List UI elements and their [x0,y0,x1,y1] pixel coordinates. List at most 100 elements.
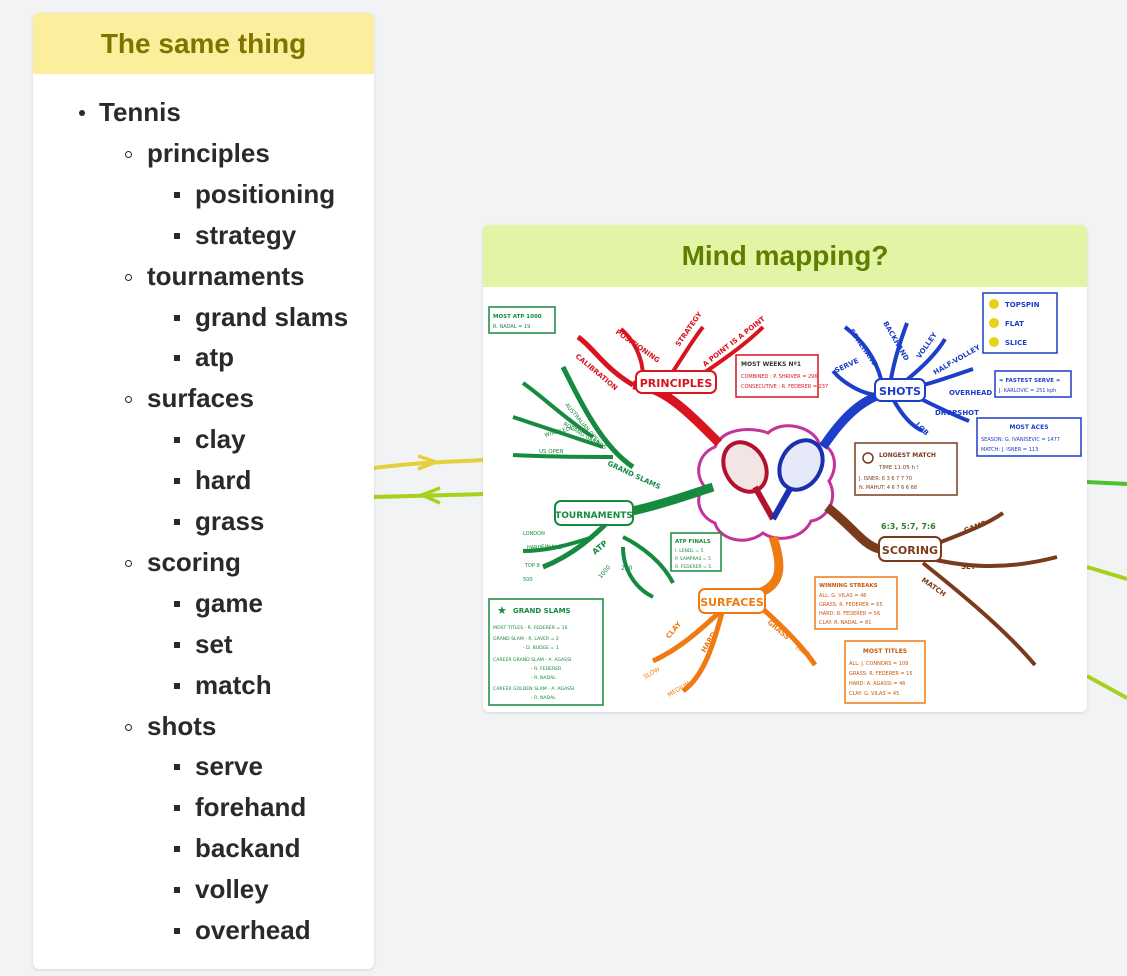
box-atp-finals-l1: I. LENDL = 5 [675,548,704,554]
box-titles-l1: ALL: J. CONNORS = 109 [849,661,908,667]
box-streaks-l3: HARD: R. FEDERER = 56 [819,611,880,617]
connector-right-1 [1086,480,1127,486]
box-titles-l3: HARD: A. AGASSI = 46 [849,681,905,687]
outline-item[interactable]: backand [195,833,301,864]
outline-item[interactable]: principles [147,137,270,168]
box-fastest-val: J. KARLOVIC = 251 kph [998,388,1056,394]
box-most-atp-title: MOST ATP 1000 [493,314,542,320]
outline-bullet-icon [174,887,180,894]
scoring-set: SET [961,563,976,571]
outline-bullet-icon [174,846,180,853]
branch-tournaments: TOURNAMENTS [555,511,633,521]
box-gs-title: GRAND SLAMS [513,607,571,615]
branch-surfaces: SURFACES [700,596,764,609]
tournaments-hard: HARD [527,545,542,551]
box-gs-l2: GRAND SLAM - R. LAVER = 2 [493,636,559,642]
box-gs-l7: CAREER GOLDEN SLAM - A. AGASSI [493,686,574,692]
mindmap-image: PRINCIPLES CALIBRATION POSITIONING STRAT… [483,287,1087,712]
outline-item[interactable]: grass [195,506,265,536]
box-gs-l4: CAREER GRAND SLAM - A. AGASSI [493,657,571,663]
shots-dropshot: DROPSHOT [935,409,979,417]
outline-bullet-icon [125,273,132,281]
box-atp-finals-title: ATP FINALS [675,539,711,545]
outline-item[interactable]: game [195,587,263,618]
box-weeks-l2: CONSECUTIVE : R. FEDERER = 237 [741,384,828,390]
outline-bullet-icon [174,232,180,239]
tournaments-london: LONDON [523,531,545,537]
box-gs-l1: MOST TITLES - R. FEDERER = 16 [493,625,568,631]
box-weeks-title: MOST WEEKS Nº1 [741,361,801,368]
outline-item[interactable]: clay [195,424,246,455]
box-weeks-l1: COMBINED : P. SHRIVER = 296 [741,374,818,380]
surfaces-slow: SLOW [643,666,662,681]
outline-item[interactable]: overhead [195,915,311,945]
box-most-atp-val: R. NADAL = 19 [493,324,530,330]
outline-item[interactable]: positioning [195,178,336,209]
outline-item[interactable]: hard [195,465,252,496]
scoring-game: GAME [963,519,987,534]
box-gs-l6: - R. NADAL [531,675,556,681]
outline-item[interactable]: volley [195,874,269,905]
box-aces-title: MOST ACES [1009,424,1048,431]
tournaments-500: 500 [523,577,533,583]
outline-bullet-icon [174,191,180,198]
outline-bullet-icon [125,723,132,731]
box-titles-l2: GRASS: R. FEDERER = 15 [849,671,913,677]
box-longest-l2: N. MAHUT: 4 6 7 6 6 68 [859,485,917,491]
shots-serve: SERVE [833,357,860,375]
outline-card[interactable]: The same thing Tennis principles positioni… [33,13,374,969]
outline-item[interactable]: grand slams [195,301,349,332]
legend-slice: SLICE [1005,339,1027,347]
outline-bullet-icon [174,641,180,648]
outline-item[interactable]: Tennis [99,97,181,127]
outline-bullet-icon [174,600,180,607]
outline-bullet-icon [174,682,180,689]
outline-item[interactable]: set [195,628,233,659]
box-longest-title: LONGEST MATCH [879,452,936,459]
outline-item[interactable]: scoring [147,546,241,577]
connector-green [373,492,485,499]
box-gs-l3: - D. BUDGE = 1 [523,645,559,651]
connector-right-3 [1086,674,1127,700]
box-longest-time: TIME 11:05 h ! [878,465,919,471]
box-aces-l1: SEASON: G. IVANISEVIC = 1477 [981,437,1060,443]
mindmap-card-title: Mind mapping? [483,225,1087,287]
box-atp-finals-l3: R. FEDERER = 5 [675,564,711,570]
shots-volley: VOLLEY [915,330,939,360]
outline-item[interactable]: surfaces [147,383,254,414]
outline-item[interactable]: tournaments [147,260,305,291]
box-gs-l8: - R. NADAL [531,695,556,701]
box-atp-finals-l2: P. SAMPRAS = 5 [675,556,711,562]
box-titles-l4: CLAY: G. VILAS = 45 [849,691,899,697]
outline-item[interactable]: serve [195,751,263,782]
tournaments-us-open: US OPEN [539,449,564,455]
tournaments-1000: 1000 [597,564,612,580]
connector-yellow-arrow [417,454,442,471]
tournaments-grand-slams: GRAND SLAMS [606,460,662,492]
outline-item[interactable]: forehand [195,792,307,823]
outline-bullet-icon [174,478,180,485]
shots-overhead: OVERHEAD [949,389,992,397]
mindmap-card[interactable]: Mind mapping? PRINCIPLES CALIBRATION POS… [483,225,1087,712]
outline-card-title: The same thing [33,13,374,74]
box-gs-l5: - R. FEDERER [531,666,562,672]
outline-item[interactable]: shots [147,710,217,741]
scoring-score: 6:3, 5:7, 7:6 [881,522,936,531]
outline-bullet-icon [174,805,180,812]
box-fastest-title: = FASTEST SERVE = [999,378,1061,384]
outline-bullet-icon [125,396,132,404]
connector-green-arrow [417,486,441,505]
branch-scoring: SCORING [882,544,938,557]
box-titles-title: MOST TITLES [863,648,907,655]
outline-item[interactable]: atp [195,342,234,373]
outline-item[interactable]: strategy [195,219,297,250]
tournaments-250: 250 [621,565,633,572]
surfaces-clay: CLAY [664,620,683,641]
branch-shots: SHOTS [879,385,921,398]
outline-bullet-icon [79,110,85,116]
outline-item[interactable]: match [195,669,272,700]
star-icon: ★ [497,604,507,617]
tournaments-top8: TOP 8 [524,563,540,569]
box-streaks-l4: CLAY: R. NADAL = 81 [819,620,871,626]
